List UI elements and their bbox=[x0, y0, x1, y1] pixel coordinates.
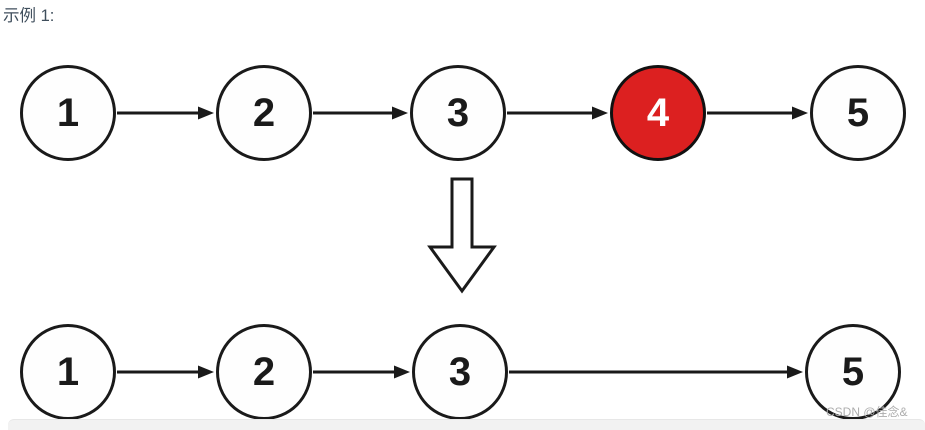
node-after-2: 2 bbox=[216, 324, 312, 420]
code-block-top-edge bbox=[8, 419, 925, 430]
node-before-5: 5 bbox=[810, 65, 906, 161]
csdn-watermark: CSDN @佳念& bbox=[826, 405, 908, 419]
arrowhead-before-3-4 bbox=[592, 106, 608, 120]
arrowhead-after-3-5 bbox=[787, 365, 803, 379]
node-after-1: 1 bbox=[20, 324, 116, 420]
transform-down-arrow-icon bbox=[427, 177, 497, 294]
arrowhead-before-4-5 bbox=[792, 106, 808, 120]
arrowhead-after-1-2 bbox=[198, 365, 214, 379]
node-before-1: 1 bbox=[20, 65, 116, 161]
example-title: 示例 1: bbox=[3, 7, 55, 25]
node-before-4-highlighted: 4 bbox=[610, 65, 706, 161]
node-after-3: 3 bbox=[412, 324, 508, 420]
arrowhead-before-2-3 bbox=[392, 106, 408, 120]
node-before-3: 3 bbox=[410, 65, 506, 161]
node-after-5: 5 bbox=[805, 324, 901, 420]
arrowhead-before-1-2 bbox=[198, 106, 214, 120]
arrowhead-after-2-3 bbox=[394, 365, 410, 379]
node-before-2: 2 bbox=[216, 65, 312, 161]
